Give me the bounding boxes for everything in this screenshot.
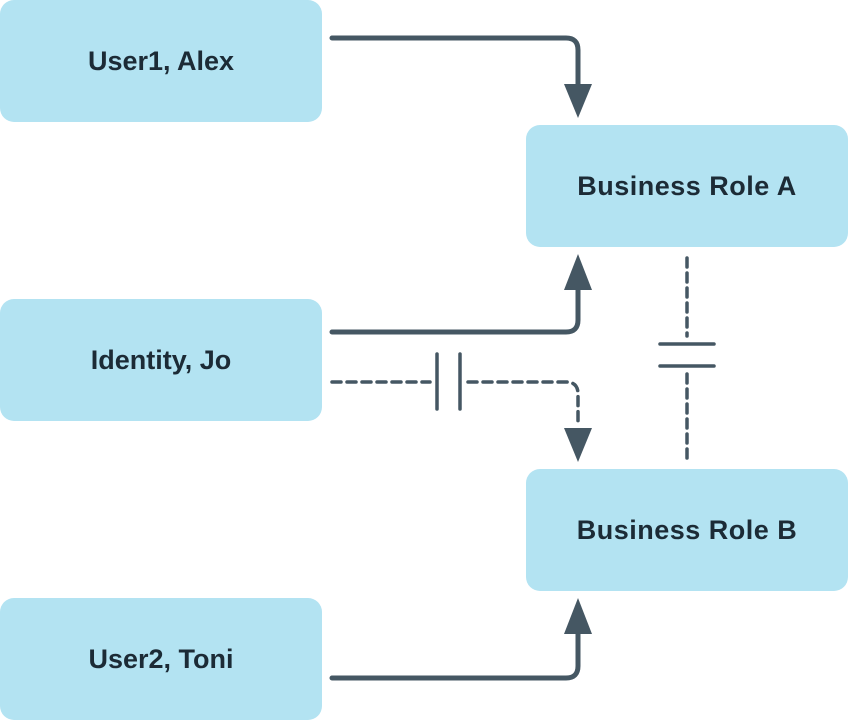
node-user2-toni: User2, Toni bbox=[0, 598, 322, 720]
edge-user2-to-role-b bbox=[329, 625, 581, 681]
node-label: User1, Alex bbox=[87, 45, 235, 76]
node-label: Business Role B bbox=[576, 514, 798, 545]
arrowhead-role-b-top bbox=[564, 428, 592, 462]
node-label: Identity, Jo bbox=[90, 344, 232, 375]
node-label: User2, Toni bbox=[88, 643, 234, 674]
node-business-role-a: Business Role A bbox=[526, 125, 848, 247]
node-business-role-b: Business Role B bbox=[526, 469, 848, 591]
arrowhead-role-a-top bbox=[564, 84, 592, 118]
edge-identity-to-role-b bbox=[330, 380, 580, 428]
edge-identity-to-role-a bbox=[329, 279, 581, 335]
node-identity-jo: Identity, Jo bbox=[0, 299, 322, 421]
arrowhead-role-a-bottom bbox=[564, 254, 592, 290]
node-label: Business Role A bbox=[577, 170, 797, 201]
arrowhead-role-b-bottom bbox=[564, 598, 592, 634]
edge-user1-to-role-a bbox=[329, 35, 581, 93]
node-user1-alex: User1, Alex bbox=[0, 0, 322, 122]
